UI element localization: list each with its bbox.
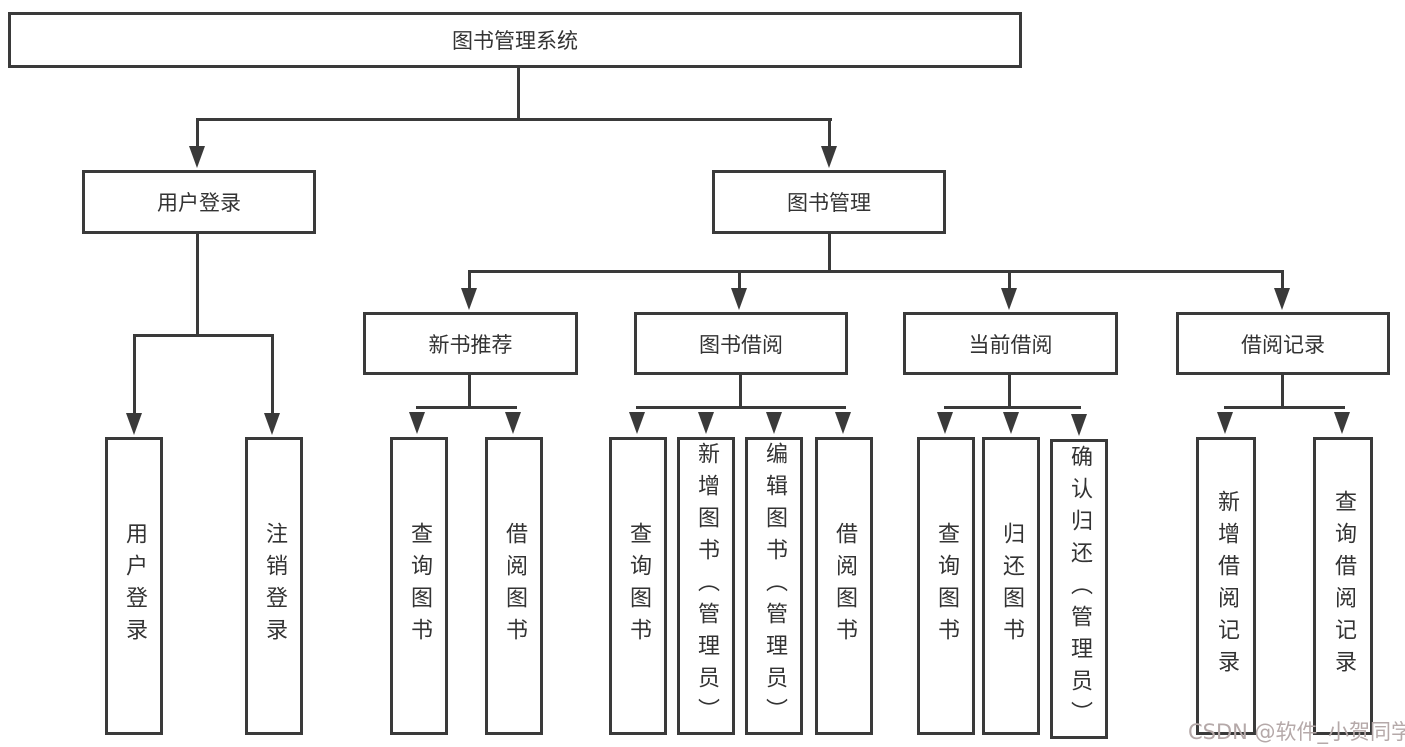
- node-label: 图书管理系统: [452, 29, 578, 53]
- leaf-label: 确认归还（管理员）: [1067, 445, 1092, 733]
- connector-current-bar: [944, 406, 1081, 409]
- arrowhead-down: [461, 288, 477, 310]
- connector-newrec-stem: [468, 374, 471, 409]
- node-label: 图书管理: [787, 191, 871, 215]
- leaf-label: 归还图书: [999, 522, 1024, 650]
- arrowhead-down: [264, 413, 280, 435]
- arrowhead-down: [409, 412, 425, 434]
- node-label: 新书推荐: [428, 332, 513, 357]
- leaf-label: 注销登录: [262, 522, 287, 650]
- leaf-user-login: 用户登录: [105, 437, 163, 735]
- leaf-label: 查询图书: [934, 522, 959, 650]
- connector-user-login-drop: [196, 118, 199, 148]
- leaf-borrow-edit-books-admin: 编辑图书（管理员）: [745, 437, 803, 735]
- leaf-label: 新增图书（管理员）: [694, 442, 719, 730]
- connector-root-stem: [517, 67, 520, 120]
- node-label: 用户登录: [157, 191, 241, 215]
- arrowhead-down: [937, 412, 953, 434]
- csdn-watermark: CSDN @软件_小贺同学: [1188, 720, 1405, 744]
- leaf-newrec-borrow-books: 借阅图书: [485, 437, 543, 735]
- leaf-newrec-query-books: 查询图书: [390, 437, 448, 735]
- connector-drop: [738, 270, 741, 292]
- connector-borrow-stem: [739, 374, 742, 409]
- leaf-borrow-add-books-admin: 新增图书（管理员）: [677, 437, 735, 735]
- arrowhead-down: [1274, 288, 1290, 310]
- arrowhead-down: [698, 412, 714, 434]
- connector-records-stem: [1281, 374, 1284, 409]
- arrowhead-down: [1334, 412, 1350, 434]
- arrowhead-down: [505, 412, 521, 434]
- node-book-management: 图书管理: [712, 170, 946, 234]
- connector-drop: [1281, 270, 1284, 292]
- arrowhead-down: [766, 412, 782, 434]
- connector-borrow-bar: [636, 406, 846, 409]
- leaf-current-return-books: 归还图书: [982, 437, 1040, 735]
- node-book-borrowing: 图书借阅: [634, 312, 848, 375]
- connector-drop: [133, 334, 136, 416]
- arrowhead-down: [126, 413, 142, 435]
- leaf-label: 用户登录: [122, 522, 147, 650]
- arrowhead-down: [821, 146, 837, 168]
- leaf-label: 查询图书: [407, 522, 432, 650]
- connector-records-bar: [1224, 406, 1345, 409]
- leaf-current-query-books: 查询图书: [917, 437, 975, 735]
- connector-drop: [468, 270, 471, 292]
- arrowhead-down: [835, 412, 851, 434]
- leaf-label: 借阅图书: [502, 522, 527, 650]
- connector-level2-bar: [468, 270, 1284, 273]
- node-label: 当前借阅: [968, 332, 1053, 357]
- leaf-logout-login: 注销登录: [245, 437, 303, 735]
- connector-book-mgmt-stem: [828, 234, 831, 273]
- arrowhead-down: [189, 146, 205, 168]
- arrowhead-down: [1071, 414, 1087, 436]
- connector-user-login-bar: [133, 334, 274, 337]
- leaf-records-add-record: 新增借阅记录: [1196, 437, 1256, 735]
- leaf-label: 新增借阅记录: [1214, 490, 1239, 682]
- leaf-borrow-borrow-books: 借阅图书: [815, 437, 873, 735]
- connector-book-mgmt-drop: [828, 118, 831, 148]
- node-user-login: 用户登录: [82, 170, 316, 234]
- leaf-label: 查询借阅记录: [1331, 490, 1356, 682]
- node-borrowing-records: 借阅记录: [1176, 312, 1390, 375]
- leaf-label: 查询图书: [626, 522, 651, 650]
- connector-current-stem: [1008, 374, 1011, 409]
- arrowhead-down: [731, 288, 747, 310]
- leaf-borrow-query-books: 查询图书: [609, 437, 667, 735]
- connector-drop: [1008, 270, 1011, 292]
- leaf-label: 借阅图书: [832, 522, 857, 650]
- arrowhead-down: [629, 412, 645, 434]
- arrowhead-down: [1001, 288, 1017, 310]
- connector-level1-bar: [196, 118, 832, 121]
- connector-newrec-bar: [416, 406, 517, 409]
- node-label: 借阅记录: [1241, 332, 1325, 357]
- arrowhead-down: [1003, 412, 1019, 434]
- leaf-current-confirm-return-admin: 确认归还（管理员）: [1050, 439, 1108, 739]
- leaf-label: 编辑图书（管理员）: [762, 442, 787, 730]
- connector-user-login-stem: [196, 234, 199, 337]
- node-label: 图书借阅: [699, 332, 783, 357]
- node-library-management-system: 图书管理系统: [8, 12, 1022, 68]
- leaf-records-query-record: 查询借阅记录: [1313, 437, 1373, 735]
- node-new-book-recommendation: 新书推荐: [363, 312, 578, 375]
- arrowhead-down: [1217, 412, 1233, 434]
- node-current-borrowing: 当前借阅: [903, 312, 1118, 375]
- connector-drop: [271, 334, 274, 416]
